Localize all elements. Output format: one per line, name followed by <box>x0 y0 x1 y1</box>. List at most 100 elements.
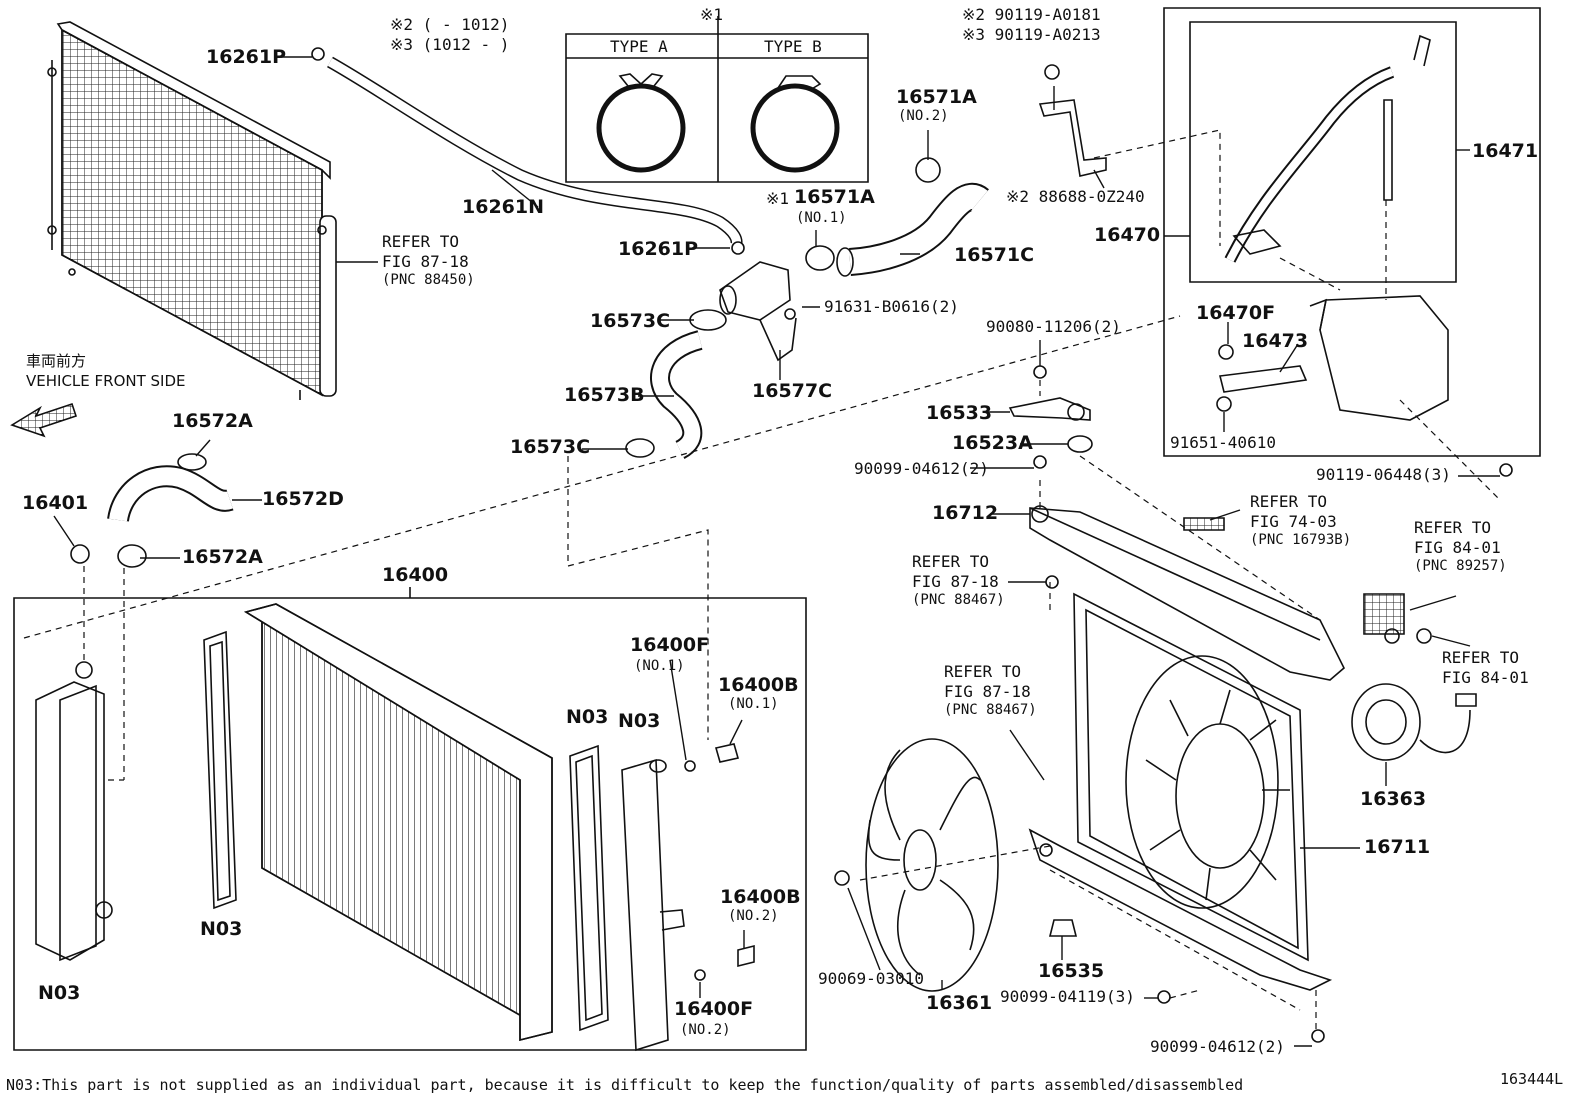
part-N03-c: N03 <box>200 918 243 940</box>
part-90080: 90080-11206(2) <box>986 317 1121 336</box>
serial-note-3: ※3 (1012 - ) <box>390 35 510 54</box>
ref-line1: REFER TO <box>944 662 1022 681</box>
ref-line1: REFER TO <box>1442 648 1520 667</box>
part-16400B-no2: 16400B <box>720 886 801 908</box>
part-88688: ※2 88688-0Z240 <box>1006 187 1145 206</box>
radiator-left-tank <box>36 662 112 960</box>
legend-marker: ※1 <box>700 5 724 24</box>
part-16571A-no2: 16571A <box>896 86 977 108</box>
fan-motor-16363 <box>1352 684 1476 760</box>
part-16573C-bot: 16573C <box>510 436 591 458</box>
part-16400F-no2: 16400F <box>674 998 754 1020</box>
refer-fig-87-18-condenser[interactable]: REFER TO FIG 87-18 (PNC 88450) <box>382 232 475 290</box>
ref-line2: FIG 84-01 <box>1442 668 1529 687</box>
ref-line1: REFER TO <box>382 232 460 251</box>
part-N03-a: N03 <box>566 706 609 728</box>
part-16572A-bot: 16572A <box>182 546 263 568</box>
ref-pnc: (PNC 88467) <box>912 592 1005 608</box>
part-16571C: 16571C <box>954 244 1035 266</box>
part-16712: 16712 <box>932 502 999 524</box>
hose-16261N <box>312 48 744 254</box>
radiator-right-tank <box>622 760 684 1050</box>
part-16523A: 16523A <box>952 432 1033 454</box>
ref-line1: REFER TO <box>912 552 990 571</box>
part-16401: 16401 <box>22 492 89 514</box>
front-side-en: VEHICLE FRONT SIDE <box>26 372 186 390</box>
drain-plugs <box>685 744 754 980</box>
radiator-core <box>246 604 552 1040</box>
refer-fig-87-18-lower[interactable]: REFER TO FIG 87-18 (PNC 88467) <box>944 662 1037 720</box>
ref-pnc: (PNC 88467) <box>944 702 1037 718</box>
connector-89257 <box>1364 594 1431 643</box>
part-16400F-no2-sub: (NO.2) <box>680 1022 731 1038</box>
part-16571A-no1: 16571A <box>794 186 875 208</box>
support-16712 <box>1030 506 1344 680</box>
ref-line2: FIG 87-18 <box>912 572 999 591</box>
front-arrow-icon <box>12 404 76 436</box>
leader-lines <box>54 57 1500 1046</box>
part-16400F-no1: 16400F <box>630 634 710 656</box>
part-16571A-no2-sub: (NO.2) <box>898 108 949 124</box>
fan-16361 <box>835 739 998 991</box>
legend-type-b: TYPE B <box>764 37 822 56</box>
bolt-note-3: ※3 90119-A0213 <box>962 25 1101 44</box>
radiator-group-frame <box>14 587 806 1050</box>
refer-fig-84-01-connector[interactable]: REFER TO FIG 84-01 (PNC 89257) <box>1414 518 1507 576</box>
water-outlet-assembly <box>626 158 980 457</box>
part-91631: 91631-B0616(2) <box>824 297 959 316</box>
part-90119-06448: 90119-06448(3) <box>1316 465 1451 484</box>
ref-line2: FIG 74-03 <box>1250 512 1337 531</box>
clamp-type-legend <box>566 16 868 182</box>
part-16400B-no1-sub: (NO.1) <box>728 696 779 712</box>
ref-line2: FIG 87-18 <box>944 682 1031 701</box>
fan-shroud-16711 <box>1030 594 1330 990</box>
ref-line2: FIG 87-18 <box>382 252 469 271</box>
part-16471: 16471 <box>1472 140 1539 162</box>
footnote-n03: N03:This part is not supplied as an indi… <box>6 1076 1244 1094</box>
hose-16572D <box>71 454 230 567</box>
gasket-left <box>204 632 236 908</box>
part-16577C: 16577C <box>752 380 833 402</box>
part-16261N: 16261N <box>462 196 545 218</box>
part-16400: 16400 <box>382 564 449 586</box>
part-90099-04612-bot: 90099-04612(2) <box>1150 1037 1285 1056</box>
part-16363: 16363 <box>1360 788 1427 810</box>
part-90099-04612-top: 90099-04612(2) <box>854 459 989 478</box>
bracket-88688 <box>1040 65 1106 176</box>
gasket-right <box>570 746 608 1030</box>
part-16473: 16473 <box>1242 330 1309 352</box>
part-N03-d: N03 <box>38 982 81 1004</box>
bolt-note-2: ※2 90119-A0181 <box>962 5 1101 24</box>
front-side-jp: 車両前方 <box>26 352 87 370</box>
part-16571A-no1-sub: (NO.1) <box>796 210 847 226</box>
refer-fig-84-01-motor[interactable]: REFER TO FIG 84-01 <box>1442 648 1529 688</box>
part-16572D: 16572D <box>262 488 344 510</box>
part-16261P-top: 16261P <box>206 46 287 68</box>
serial-note-2: ※2 ( - 1012) <box>390 15 510 34</box>
part-16571A-no1-marker: ※1 <box>766 189 790 208</box>
dashed-guides <box>24 130 1500 1030</box>
part-91651: 91651-40610 <box>1170 433 1276 452</box>
condenser <box>48 22 336 400</box>
part-N03-b: N03 <box>618 710 661 732</box>
part-16400B-no1: 16400B <box>718 674 799 696</box>
part-16400F-no1-sub: (NO.1) <box>634 658 685 674</box>
part-16470F: 16470F <box>1196 302 1276 324</box>
part-16470: 16470 <box>1094 224 1161 246</box>
ref-line1: REFER TO <box>1250 492 1328 511</box>
part-90099-04119: 90099-04119(3) <box>1000 987 1135 1006</box>
part-16572A-top: 16572A <box>172 410 253 432</box>
ref-pnc: (PNC 16793B) <box>1250 532 1352 548</box>
part-16261P-mid: 16261P <box>618 238 699 260</box>
ref-line2: FIG 84-01 <box>1414 538 1501 557</box>
part-16573B: 16573B <box>564 384 645 406</box>
part-16573C-top: 16573C <box>590 310 671 332</box>
ref-pnc: (PNC 88450) <box>382 272 475 288</box>
ref-line1: REFER TO <box>1414 518 1492 537</box>
refer-fig-74-03[interactable]: REFER TO FIG 74-03 (PNC 16793B) <box>1250 492 1351 550</box>
figure-id: 163444L <box>1500 1070 1564 1088</box>
part-16533: 16533 <box>926 402 993 424</box>
refer-fig-87-18-upper[interactable]: REFER TO FIG 87-18 (PNC 88467) <box>912 552 1005 610</box>
